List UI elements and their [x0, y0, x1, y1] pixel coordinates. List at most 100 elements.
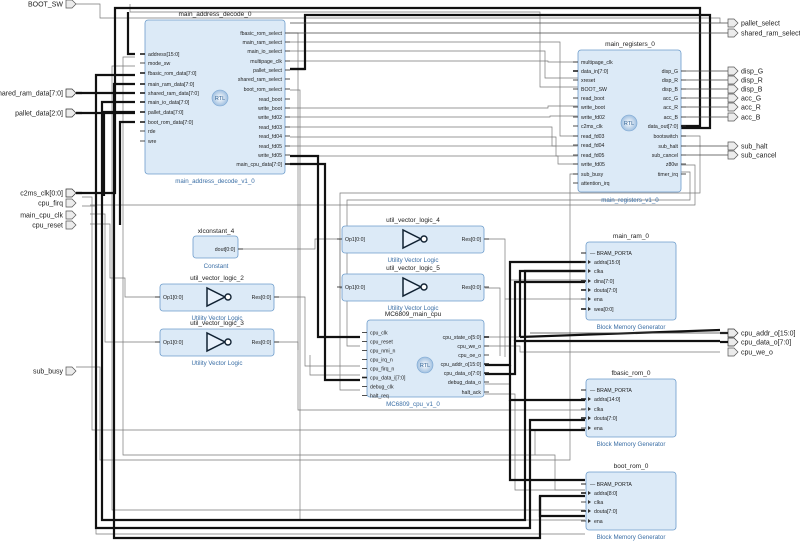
- port-label: main_cpu_clk: [20, 213, 63, 220]
- port-boot-sw[interactable]: BOOT_SW: [28, 0, 77, 9]
- port-label: disp_B: [741, 87, 763, 94]
- block-title-boot-rom: boot_rom_0: [614, 463, 649, 470]
- pin-label-in: pallet_data[7:0]: [148, 110, 184, 116]
- port-shape[interactable]: [727, 112, 739, 122]
- mc6809-cpu-block[interactable]: cpu_clkcpu_resetcpu_nmi_ncpu_irq_ncpu_fi…: [362, 319, 489, 399]
- port-label: acc_G: [741, 96, 761, 103]
- port-cpu-reset[interactable]: cpu_reset: [32, 220, 77, 230]
- xlconstant-block-body[interactable]: [192, 235, 239, 259]
- pin-label-in: Op1[0:0]: [163, 340, 183, 346]
- xlconstant-block[interactable]: dout[0:0]: [192, 235, 243, 259]
- port-sub-busy[interactable]: sub_busy: [33, 366, 77, 376]
- port-label: disp_G: [741, 69, 763, 76]
- pin-label-in: c2ms_clk: [581, 124, 603, 130]
- port-shape[interactable]: [65, 88, 77, 98]
- pin-label-out: acc_G: [663, 96, 678, 102]
- port-main-cpu-clk[interactable]: main_cpu_clk: [20, 210, 77, 220]
- not-gate-icon: [206, 331, 227, 353]
- port-acc-r[interactable]: acc_R: [727, 102, 761, 112]
- pin-label-out: acc_B: [664, 115, 679, 121]
- port-cpu-we-o[interactable]: cpu_we_o: [727, 347, 773, 357]
- port-shape[interactable]: [727, 102, 739, 112]
- pin-label-out: dout[0:0]: [215, 247, 236, 253]
- util-vector-logic-2-block[interactable]: Op1[0:0]Res[0:0]: [155, 283, 279, 312]
- port-label: shared_ram_select: [741, 31, 800, 38]
- port-shape[interactable]: [65, 188, 77, 198]
- pin-label-out: read_boot: [259, 97, 283, 103]
- port-wires: [290, 22, 728, 334]
- port-shared-ram-select[interactable]: shared_ram_select: [727, 28, 800, 38]
- port-label: sub_busy: [33, 369, 63, 376]
- port-shape[interactable]: [65, 0, 77, 9]
- port-cpu-firq[interactable]: cpu_firq: [38, 198, 77, 208]
- port-label: BOOT_SW: [28, 2, 63, 9]
- port-disp-g[interactable]: disp_G: [727, 66, 763, 76]
- main-address-decode-block[interactable]: address[15:0]mode_swfbasic_rom_data[7:0]…: [140, 19, 290, 175]
- pin-label-in: shared_ram_data[7:0]: [148, 91, 199, 97]
- main-registers-block[interactable]: multipage_clkdata_in[7:0]xresetBOOT_SWre…: [573, 49, 686, 193]
- pin-arrow-icon: [588, 279, 591, 283]
- pin-label-out: data_out[7:0]: [648, 124, 679, 130]
- pin-label-in: cpu_clk: [370, 330, 388, 336]
- pin-label-out: acc_R: [663, 105, 678, 111]
- port-cpu-data-o[interactable]: cpu_data_o[7:0]: [720, 337, 791, 347]
- port-shape[interactable]: [727, 150, 739, 160]
- block-title-main-address-decode: main_address_decode_0: [179, 11, 252, 18]
- port-acc-g[interactable]: acc_G: [727, 93, 761, 103]
- external-ports: BOOT_SW shared_ram_data[7:0] pallet_data[2…: [0, 0, 800, 376]
- port-shape[interactable]: [65, 220, 77, 230]
- port-label: cpu_data_o[7:0]: [741, 340, 791, 347]
- pin-label-out: shared_ram_select: [238, 77, 283, 83]
- pin-arrow-icon: [588, 397, 591, 401]
- port-cpu-addr-o[interactable]: cpu_addr_o[15:0]: [720, 328, 796, 338]
- port-shape[interactable]: [727, 75, 739, 85]
- port-c2ms-clk[interactable]: c2ms_clk[0:0]: [20, 188, 82, 198]
- main-ram-block[interactable]: — BRAM_PORTAaddra[15:0]clkadina[7:0]dout…: [581, 241, 677, 321]
- port-shape[interactable]: [727, 93, 739, 103]
- port-shape[interactable]: [65, 210, 77, 220]
- pin-label-out: write_boot: [258, 106, 282, 112]
- port-pallet-select[interactable]: pallet_select: [727, 18, 780, 28]
- pin-label-out: write_fd02: [258, 115, 282, 121]
- port-shape[interactable]: [727, 66, 739, 76]
- port-shape[interactable]: [727, 141, 739, 151]
- port-shape[interactable]: [65, 108, 77, 118]
- port-shape[interactable]: [65, 198, 77, 208]
- bram-pin-label: clka: [594, 269, 603, 275]
- port-shape[interactable]: [65, 366, 77, 376]
- block-title-fbasic-rom: fbasic_rom_0: [611, 370, 650, 377]
- port-shape[interactable]: [727, 347, 739, 357]
- port-label: cpu_we_o: [741, 350, 773, 357]
- port-pallet-data[interactable]: pallet_data[2:0]: [15, 108, 82, 118]
- util-vector-logic-4-block[interactable]: Op1[0:0]Res[0:0]: [337, 225, 489, 254]
- pin-arrow-icon: [588, 519, 591, 523]
- port-disp-b[interactable]: disp_B: [727, 84, 763, 94]
- port-shape[interactable]: [727, 18, 739, 28]
- pin-label-out: halt_ack: [462, 390, 482, 396]
- port-shape[interactable]: [727, 28, 739, 38]
- pin-label-in: Op1[0:0]: [345, 237, 365, 243]
- port-sub-cancel[interactable]: sub_cancel: [727, 150, 777, 160]
- util-vector-logic-5-block[interactable]: Op1[0:0]Res[0:0]: [337, 273, 489, 302]
- util-vector-logic-3-block[interactable]: Op1[0:0]Res[0:0]: [155, 328, 279, 357]
- block-title-util-vector-logic-5: util_vector_logic_5: [386, 265, 440, 272]
- port-shape[interactable]: [727, 328, 739, 338]
- boot-rom-block-body[interactable]: [585, 471, 677, 531]
- port-disp-r[interactable]: disp_R: [727, 75, 763, 85]
- port-shared-ram-data[interactable]: shared_ram_data[7:0]: [0, 88, 82, 98]
- port-shape[interactable]: [727, 84, 739, 94]
- pin-label-in: write_boot: [581, 105, 605, 111]
- pin-label-out: debug_data_o: [448, 380, 481, 386]
- fbasic-rom-block-body[interactable]: [585, 378, 677, 438]
- pin-label-out: boot_rom_select: [244, 87, 283, 93]
- pin-label-in: boot_rom_data[7:0]: [148, 120, 194, 126]
- pin-label-in: cpu_data_i[7:0]: [370, 375, 406, 381]
- pin-label-out: sub_cancel: [652, 153, 678, 159]
- port-shape[interactable]: [727, 337, 739, 347]
- port-sub-halt[interactable]: sub_halt: [727, 141, 768, 151]
- port-acc-b[interactable]: acc_B: [727, 112, 761, 122]
- pin-label-in: wre: [148, 139, 156, 145]
- pin-label-in: attention_irq: [581, 181, 610, 187]
